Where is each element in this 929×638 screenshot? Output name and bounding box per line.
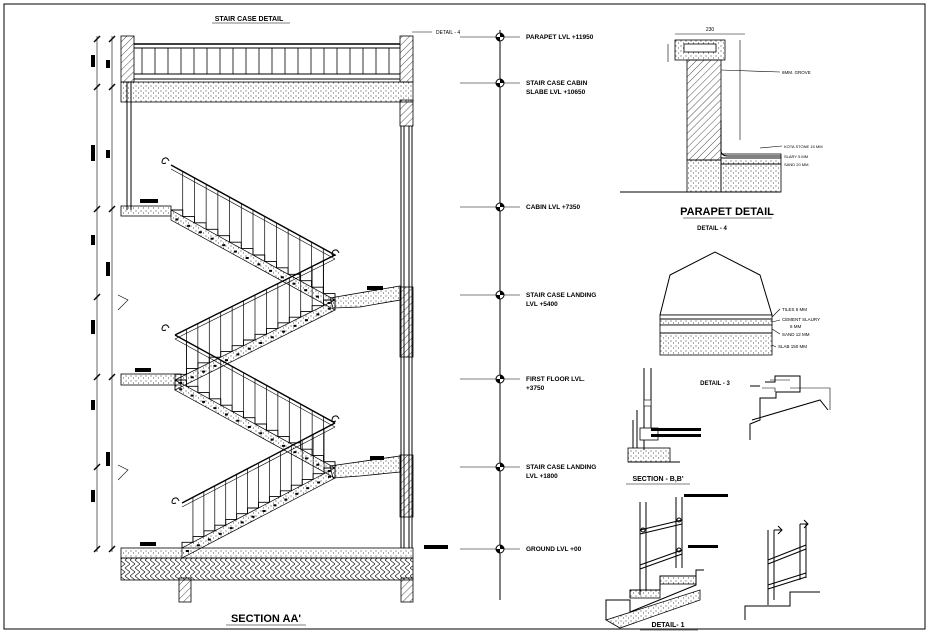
- svg-text:CEMENT SLAURY: CEMENT SLAURY: [782, 317, 820, 322]
- detail-tag: DETAIL - 4: [436, 30, 460, 36]
- landing-1800-slab: [329, 455, 401, 479]
- level-marker-parapet: PARAPET LVL +11950: [460, 32, 594, 42]
- side-railing-detail: [744, 519, 820, 620]
- section-title: SECTION AA': [231, 613, 301, 625]
- svg-text:TILES 6 MM: TILES 6 MM: [782, 307, 807, 312]
- right-footing: [400, 577, 414, 603]
- svg-text:230: 230: [706, 27, 715, 33]
- svg-text:SAND 20 MM.: SAND 20 MM.: [784, 162, 810, 167]
- nosing-detail: [749, 375, 831, 440]
- stair-flight: [170, 164, 336, 311]
- level-label: STAIR CASE LANDING: [526, 292, 596, 299]
- level-label: STAIR CASE CABIN: [526, 80, 588, 87]
- svg-text:SECTION - B,B': SECTION - B,B': [632, 476, 683, 483]
- parapet-railing-bars: [141, 48, 390, 74]
- svg-text:KOTA STONE 15 MM: KOTA STONE 15 MM: [784, 144, 823, 149]
- right-parapet-column: [399, 35, 414, 83]
- section-aa-drawing: [120, 35, 414, 603]
- drawing-title: STAIR CASE DETAIL: [215, 16, 284, 23]
- left-dimension-chain: [91, 35, 129, 553]
- level-marker-ground: GROUND LVL +00: [460, 544, 582, 554]
- svg-text:SLARY 5 MM: SLARY 5 MM: [784, 154, 808, 159]
- stair-flight: [181, 422, 336, 559]
- level-label-2: SLABE LVL +10650: [526, 89, 586, 96]
- svg-text:DETAIL- 1: DETAIL- 1: [652, 622, 685, 629]
- detail-3-tread: TILES 6 MM CEMENT SLAURY 6 MM SAND 12 MM…: [659, 251, 820, 356]
- stair-flights: [161, 157, 340, 559]
- level-label-2: +3750: [526, 385, 545, 392]
- svg-text:DETAIL - 3: DETAIL - 3: [700, 381, 730, 387]
- stair-flight: [174, 254, 336, 391]
- svg-text:SAND 12 MM: SAND 12 MM: [782, 332, 810, 337]
- svg-text:6MM. GROVE: 6MM. GROVE: [782, 70, 811, 75]
- first-floor-slab: [120, 373, 182, 386]
- level-label: PARAPET LVL +11950: [526, 34, 594, 41]
- left-parapet-column: [120, 35, 135, 83]
- level-marker-cabin: CABIN LVL +7350: [460, 202, 581, 212]
- cabin-roof-slab: [120, 81, 414, 103]
- svg-text:SLAB 150 MM: SLAB 150 MM: [778, 344, 807, 349]
- left-footing: [178, 577, 192, 603]
- ground-slab: [120, 547, 414, 559]
- svg-text:DETAIL - 4: DETAIL - 4: [697, 226, 727, 232]
- level-marker-landing2: STAIR CASE LANDING LVL +5400: [460, 290, 596, 308]
- level-marker-first-floor: FIRST FLOOR LVL. +3750: [460, 374, 585, 392]
- level-label: FIRST FLOOR LVL.: [526, 376, 585, 383]
- level-label: CABIN LVL +7350: [526, 204, 581, 211]
- parapet-wall: [686, 59, 722, 161]
- level-marker-cabin-slab: STAIR CASE CABIN SLABE LVL +10650: [460, 78, 588, 96]
- level-label-2: LVL +5400: [526, 301, 558, 308]
- landing-5400-slab: [329, 285, 401, 309]
- parapet-detail: 230 6MM. GROVE KOTA STONE 15 MM SLARY 5 …: [620, 27, 823, 193]
- detail-1-railing: [605, 494, 728, 629]
- section-bb-detail: [627, 368, 701, 463]
- ground-foundation: [120, 557, 414, 581]
- level-label: STAIR CASE LANDING: [526, 464, 596, 471]
- level-label-2: LVL +1800: [526, 473, 558, 480]
- parapet-detail-title: PARAPET DETAIL: [680, 206, 774, 218]
- sheet-border: [3, 3, 926, 630]
- level-marker-landing1: STAIR CASE LANDING LVL +1800: [460, 462, 596, 480]
- svg-text:6 MM: 6 MM: [790, 324, 802, 329]
- cabin-floor-slab: [120, 205, 172, 217]
- level-label: GROUND LVL +00: [526, 546, 582, 553]
- stair-flight: [174, 334, 336, 479]
